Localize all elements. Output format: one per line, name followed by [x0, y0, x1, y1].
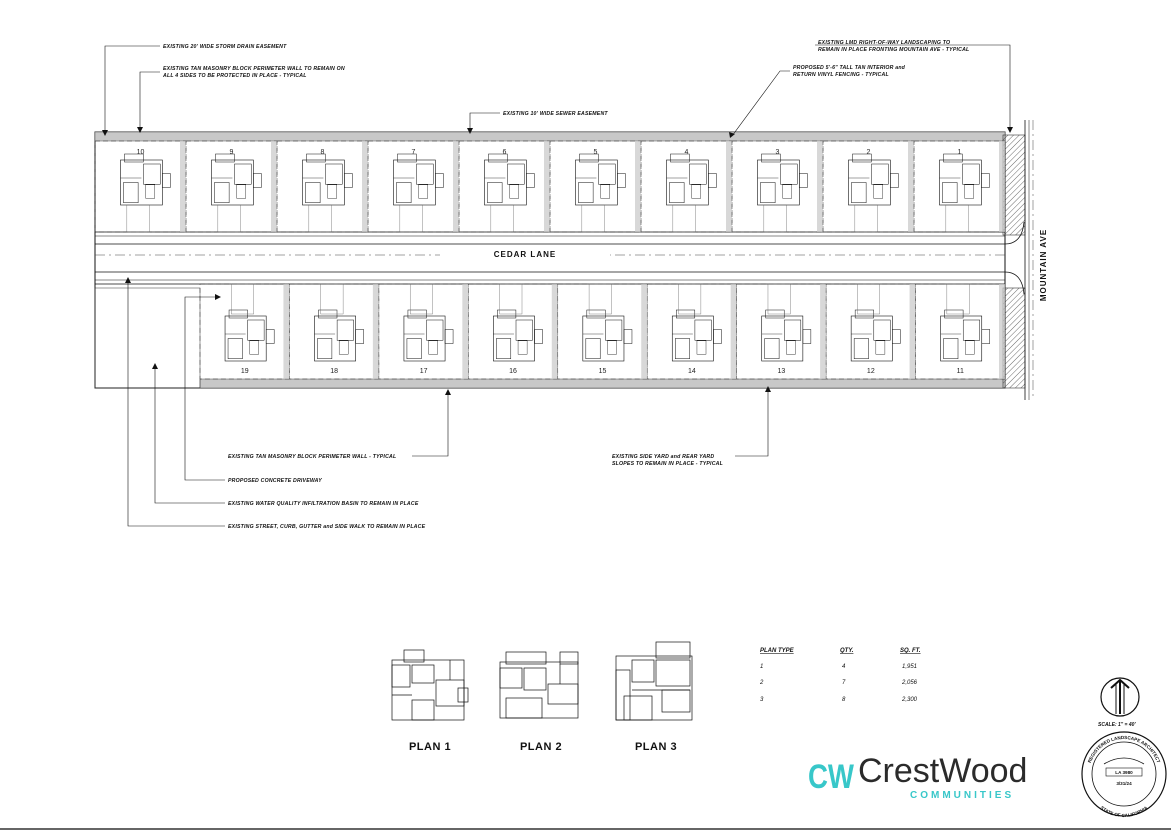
lot: 9	[185, 140, 278, 233]
note-slopes-line2: SLOPES TO REMAIN IN PLACE - TYPICAL	[612, 461, 723, 467]
note-storm-drain-easement: EXISTING 20' WIDE STORM DRAIN EASEMENT	[163, 44, 287, 50]
logo-wordmark: CrestWood	[858, 752, 1027, 790]
note-sewer-easement: EXISTING 10' WIDE SEWER EASEMENT	[503, 111, 608, 117]
plan-3-label: PLAN 3	[635, 741, 677, 753]
seal-date: 3/31/24	[1116, 781, 1132, 786]
lot-number: 15	[599, 368, 607, 375]
table-header-plan-type: PLAN TYPE	[760, 648, 795, 654]
leader-lines-top	[104, 44, 1011, 527]
site-boundary	[94, 131, 1026, 389]
street-label-main: CEDAR LANE	[494, 250, 556, 259]
lot-number: 16	[509, 368, 517, 375]
lot: 16	[468, 283, 559, 380]
street-label-side: MOUNTAIN AVE	[1039, 229, 1048, 301]
south-lots: 19 18 17 16 15 14 13 12 11	[94, 283, 1006, 389]
lot-number: 6	[503, 149, 507, 156]
plan-type-table: PLAN TYPE QTY. SQ. FT. 1 4 1,951 2 7 2,0…	[759, 648, 921, 703]
lot-number: 7	[412, 149, 416, 156]
lot: 18	[289, 283, 380, 380]
table-cell-sqft: 1,951	[902, 664, 917, 670]
lot-number: 12	[867, 368, 875, 375]
scale-note: SCALE: 1" = 40'	[1098, 722, 1136, 728]
lot-number: 10	[137, 149, 145, 156]
plan-2-label: PLAN 2	[520, 741, 562, 753]
plan-2-drawing	[499, 651, 579, 719]
lot: 7	[367, 140, 460, 233]
lot-number: 14	[688, 368, 696, 375]
table-header-sqft: SQ. FT.	[900, 648, 921, 654]
lot: 12	[825, 283, 916, 380]
mountain-ave-street: MOUNTAIN AVE	[1024, 120, 1049, 400]
landscape-architect-seal: REGISTERED LANDSCAPE ARCHITECT STATE OF …	[1081, 731, 1167, 818]
lot-number: 11	[957, 368, 964, 375]
lot: 2	[822, 140, 915, 233]
lot: 14	[646, 283, 737, 380]
logo-initial-c: CW	[808, 758, 855, 796]
note-perimeter-wall-line1: EXISTING TAN MASONRY BLOCK PERIMETER WAL…	[163, 66, 345, 72]
lot: 8	[276, 140, 369, 233]
table-cell-sqft: 2,300	[901, 697, 918, 703]
notes-bottom: EXISTING TAN MASONRY BLOCK PERIMETER WAL…	[228, 454, 723, 530]
note-slopes-line1: EXISTING SIDE YARD and REAR YARD	[612, 454, 714, 460]
notes-top: EXISTING 20' WIDE STORM DRAIN EASEMENT E…	[162, 40, 969, 117]
note-vinyl-fencing-line2: RETURN VINYL FENCING - TYPICAL	[793, 72, 889, 78]
crestwood-logo: CW CrestWood COMMUNITIES	[808, 752, 1027, 801]
north-lots: 10 9 8 7 6 5 4 3 2 1	[94, 140, 1006, 233]
lot: 6	[458, 140, 551, 233]
note-infiltration-basin: EXISTING WATER QUALITY INFILTRATION BASI…	[228, 501, 419, 507]
table-cell-plan: 2	[759, 680, 764, 686]
note-lmd-landscaping-line2: REMAIN IN PLACE FRONTING MOUNTAIN AVE - …	[818, 47, 969, 53]
note-concrete-driveway: PROPOSED CONCRETE DRIVEWAY	[228, 478, 322, 484]
lot: 17	[378, 283, 469, 380]
table-cell-sqft: 2,056	[901, 680, 918, 686]
table-header-qty: QTY.	[840, 648, 854, 654]
lot: 5	[549, 140, 642, 233]
plan-1-drawing	[391, 649, 469, 721]
lot: 19	[199, 283, 290, 380]
lot: 3	[731, 140, 824, 233]
table-cell-qty: 7	[842, 680, 846, 686]
lot: 4	[640, 140, 733, 233]
seal-license: LA 3980	[1115, 770, 1133, 775]
lot-number: 4	[685, 149, 689, 156]
lot-number: 1	[958, 149, 962, 156]
north-arrow-icon	[1100, 677, 1140, 717]
lot-number: 18	[330, 368, 338, 375]
lot: 13	[736, 283, 827, 380]
lot-number: 8	[321, 149, 325, 156]
lot-number: 13	[777, 368, 785, 375]
lot-number: 19	[241, 368, 249, 375]
plan-1-label: PLAN 1	[409, 741, 451, 753]
table-cell-plan: 3	[760, 697, 764, 703]
logo-subtitle: COMMUNITIES	[910, 790, 1014, 801]
lot: 15	[557, 283, 648, 380]
note-perimeter-wall-line2: ALL 4 SIDES TO BE PROTECTED IN PLACE - T…	[162, 73, 307, 79]
table-cell-qty: 4	[842, 664, 846, 670]
leader-arrowheads	[102, 127, 1013, 395]
lot-number: 9	[230, 149, 234, 156]
table-cell-plan: 1	[760, 664, 763, 670]
lot: 11	[915, 283, 1006, 380]
plan-3-drawing	[615, 641, 693, 721]
lot-number: 17	[420, 368, 428, 375]
lot: 1	[913, 140, 1006, 233]
lot-number: 2	[867, 149, 871, 156]
note-perimeter-wall-typical: EXISTING TAN MASONRY BLOCK PERIMETER WAL…	[228, 454, 396, 460]
table-cell-qty: 8	[842, 697, 846, 703]
lot-number: 5	[594, 149, 598, 156]
lot-number: 3	[776, 149, 780, 156]
note-lmd-landscaping-line1: EXISTING LMD RIGHT-OF-WAY LANDSCAPING TO	[818, 40, 950, 46]
note-street-curb-gutter: EXISTING STREET, CURB, GUTTER and SIDE W…	[228, 524, 426, 530]
note-vinyl-fencing-line1: PROPOSED 5'-6" TALL TAN INTERIOR and	[793, 65, 906, 71]
lot: 10	[94, 140, 187, 233]
